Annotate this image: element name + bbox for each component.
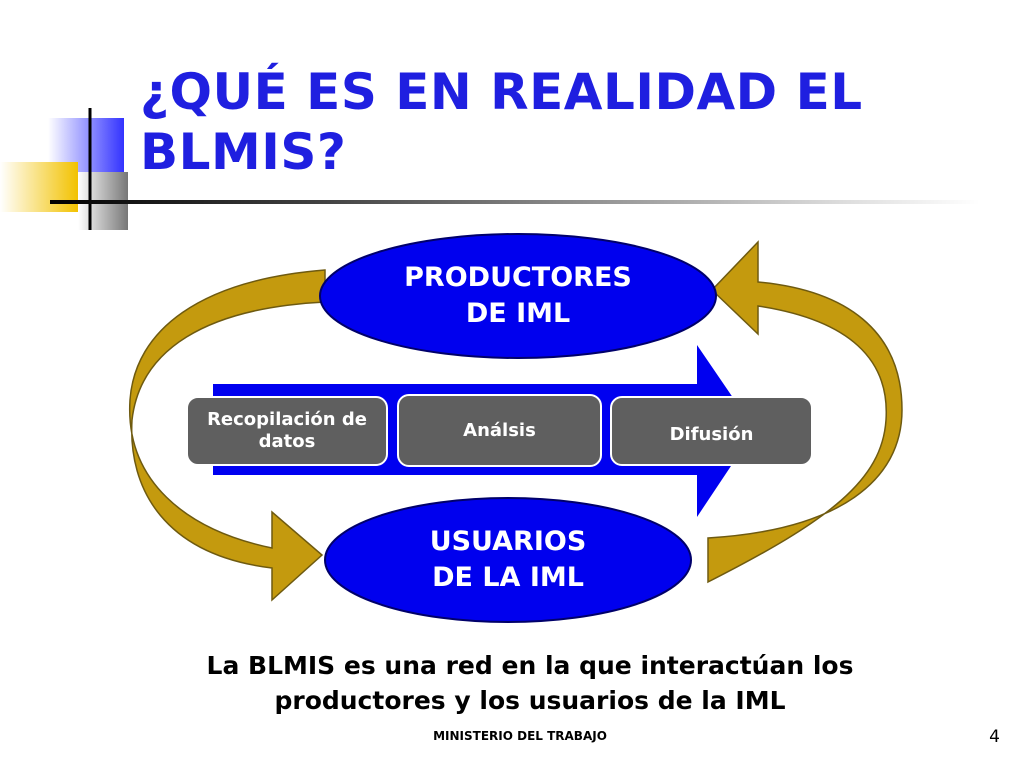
users-ellipse xyxy=(324,497,692,623)
footer-text: MINISTERIO DEL TRABAJO xyxy=(433,729,607,743)
producers-ellipse xyxy=(319,233,717,359)
users-label-line2: DE LA IML xyxy=(432,562,584,593)
slide-title: ¿QUÉ ES EN REALIDAD EL BLMIS? xyxy=(140,63,863,181)
producers-label-line2: DE IML xyxy=(465,298,571,329)
producers-label-line1: PRODUCTORES xyxy=(404,262,632,293)
users-label-line1: USUARIOS xyxy=(429,526,587,557)
title-underline xyxy=(50,200,980,204)
step-analysis: Análsis xyxy=(397,394,602,467)
page-number: 4 xyxy=(989,727,1000,747)
left-cycle-arrow xyxy=(129,269,326,602)
step-dissemination: Difusión xyxy=(610,396,813,466)
step-data-collection: Recopilación de datos xyxy=(186,396,388,466)
slide-caption: La BLMIS es una red en la que interactúa… xyxy=(206,651,854,715)
producers-label: PRODUCTORES DE IML xyxy=(368,260,668,332)
users-label: USUARIOS DE LA IML xyxy=(358,524,658,596)
